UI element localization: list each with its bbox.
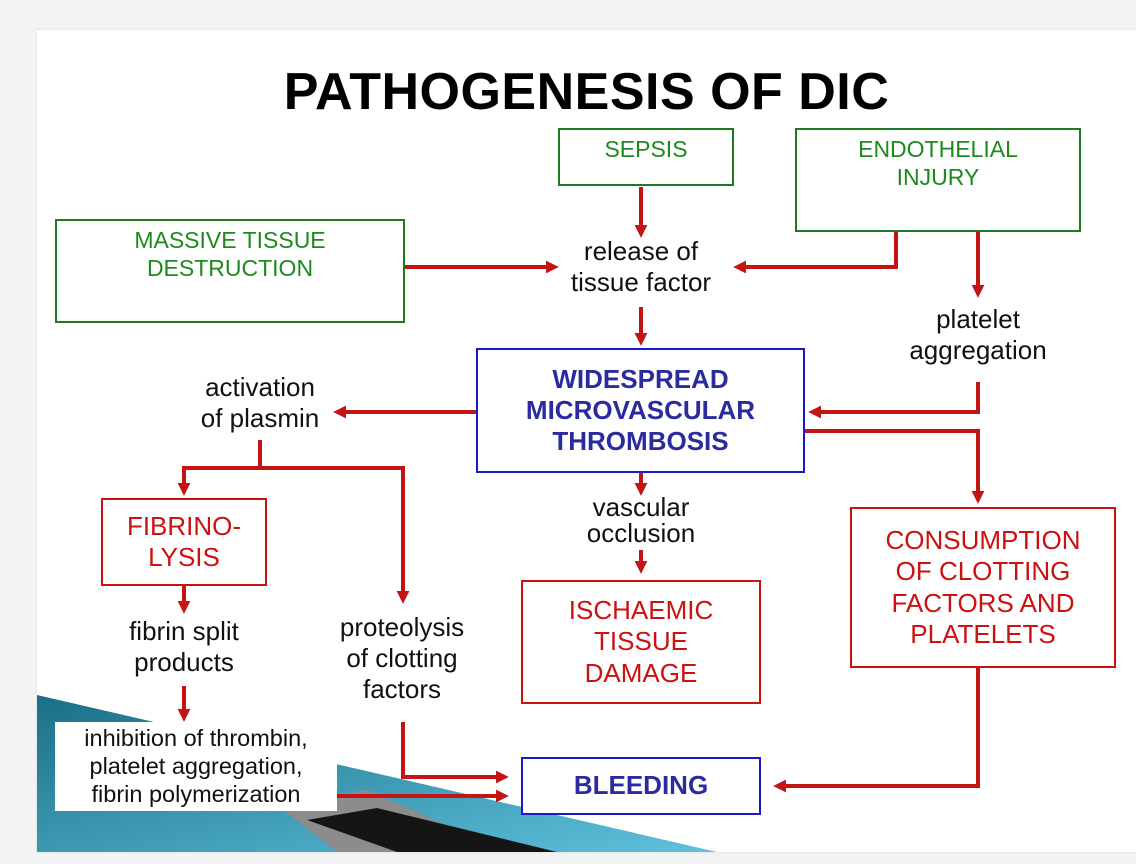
arrow-activation-to-fibrinolysis xyxy=(177,440,262,496)
fibrinolysis-box: FIBRINO- LYSIS xyxy=(101,498,267,586)
sepsis-label: SEPSIS xyxy=(604,136,688,162)
black-ribbon-shape xyxy=(307,808,557,852)
arrow-proteolysis-to-bleeding xyxy=(401,722,509,784)
endothelial-injury-box: ENDOTHELIAL INJURY xyxy=(795,128,1081,232)
release-of-tissue-factor-label: release of tissue factor xyxy=(570,236,712,298)
arrow-consumption-to-bleeding xyxy=(773,668,980,793)
platelet-aggregation-label: platelet aggregation xyxy=(909,304,1047,366)
bleeding-label: BLEEDING xyxy=(573,770,709,801)
activation-of-plasmin-label: activation of plasmin xyxy=(200,372,320,434)
arrow-widespread-to-consumption xyxy=(805,429,985,504)
fibrin-split-products-label: fibrin split products xyxy=(129,616,239,678)
bleeding-box: BLEEDING xyxy=(521,757,761,815)
massive-tissue-destruction-label: MASSIVE TISSUE DESTRUCTION xyxy=(134,227,326,281)
arrow-endothelial-to-release xyxy=(733,232,898,274)
widespread-thrombosis-box: WIDESPREAD MICROVASCULAR THROMBOSIS xyxy=(476,348,805,473)
widespread-thrombosis-label: WIDESPREAD MICROVASCULAR THROMBOSIS xyxy=(525,363,756,457)
endothelial-injury-label: ENDOTHELIAL INJURY xyxy=(858,136,1018,190)
inhibition-label: inhibition of thrombin, platelet aggrega… xyxy=(55,722,337,811)
ischaemic-tissue-damage-box: ISCHAEMIC TISSUE DAMAGE xyxy=(521,580,761,704)
consumption-label: CONSUMPTION OF CLOTTING FACTORS AND PLAT… xyxy=(885,525,1081,649)
arrow-platelet-to-widespread xyxy=(808,382,980,419)
arrow-activation-to-proteolysis xyxy=(260,466,410,604)
fibrinolysis-label: FIBRINO- LYSIS xyxy=(126,510,242,572)
ischaemic-tissue-damage-label: ISCHAEMIC TISSUE DAMAGE xyxy=(568,595,714,688)
arrow-layer xyxy=(177,187,985,803)
proteolysis-label: proteolysis of clotting factors xyxy=(339,612,465,705)
slide: PATHOGENESIS OF DIC SEPSIS ENDOTHELIAL I… xyxy=(37,30,1136,852)
consumption-box: CONSUMPTION OF CLOTTING FACTORS AND PLAT… xyxy=(850,507,1116,668)
massive-tissue-destruction-box: MASSIVE TISSUE DESTRUCTION xyxy=(55,219,405,323)
sepsis-box: SEPSIS xyxy=(558,128,734,186)
page-title: PATHOGENESIS OF DIC xyxy=(283,63,890,121)
vascular-occlusion-label: vascular occlusion xyxy=(586,492,696,548)
